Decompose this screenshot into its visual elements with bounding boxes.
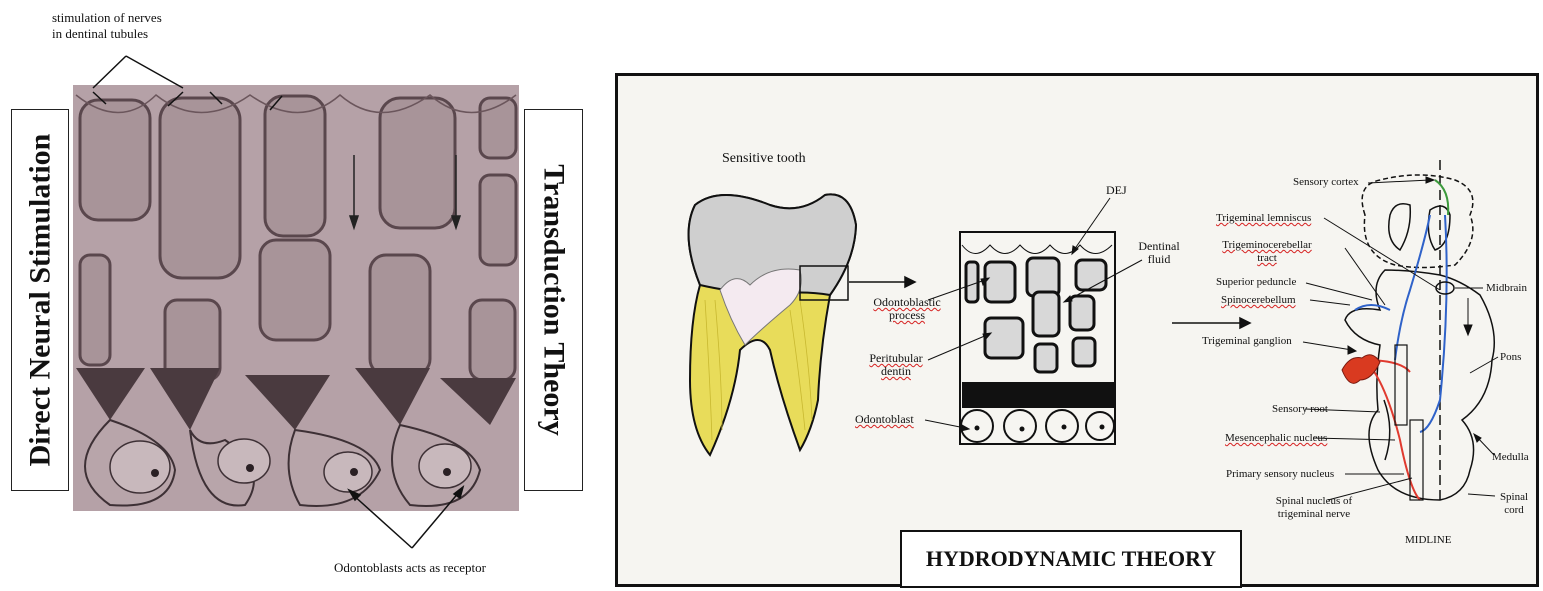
dentin-zoom	[960, 232, 1115, 444]
trigeminal-lemniscus-label: Trigeminal lemniscus	[1216, 212, 1311, 225]
trigeminocerebellar-tract-label: Trigeminocerebellar tract	[1214, 239, 1320, 265]
odontoblast-label: Odontoblast	[855, 413, 914, 426]
spinal-cord-label: Spinal cord	[1495, 491, 1533, 517]
brainstem-diagram	[1345, 175, 1494, 500]
mesencephalic-nucleus-label: Mesencephalic nucleus	[1225, 432, 1327, 445]
tooth-illustration	[689, 194, 856, 455]
dentinal-fluid-label: Dentinal fluid	[1130, 240, 1188, 266]
sensory-cortex-label: Sensory cortex	[1293, 176, 1359, 189]
spinocerebellum-label: Spinocerebellum	[1221, 294, 1296, 307]
pons-label: Pons	[1500, 351, 1521, 364]
midline-label: MIDLINE	[1405, 534, 1451, 547]
hydrodynamic-title: HYDRODYNAMIC THEORY	[926, 546, 1216, 572]
medulla-label: Medulla	[1492, 451, 1529, 464]
midbrain-label: Midbrain	[1486, 282, 1527, 295]
trigeminal-ganglion-label: Trigeminal ganglion	[1202, 335, 1292, 348]
hydrodynamic-title-box: HYDRODYNAMIC THEORY	[900, 530, 1242, 588]
dej-label: DEJ	[1106, 184, 1127, 197]
primary-sensory-nucleus-label: Primary sensory nucleus	[1226, 468, 1334, 481]
sensory-root-label: Sensory root	[1272, 403, 1328, 416]
spinal-nucleus-label: Spinal nucleus of trigeminal nerve	[1258, 495, 1370, 521]
odontoblastic-process-label: Odontoblastic process	[862, 296, 952, 322]
sensitive-tooth-label: Sensitive tooth	[722, 152, 806, 165]
superior-peduncle-label: Superior peduncle	[1216, 276, 1296, 289]
peritubular-dentin-label: Peritubular dentin	[862, 352, 930, 378]
